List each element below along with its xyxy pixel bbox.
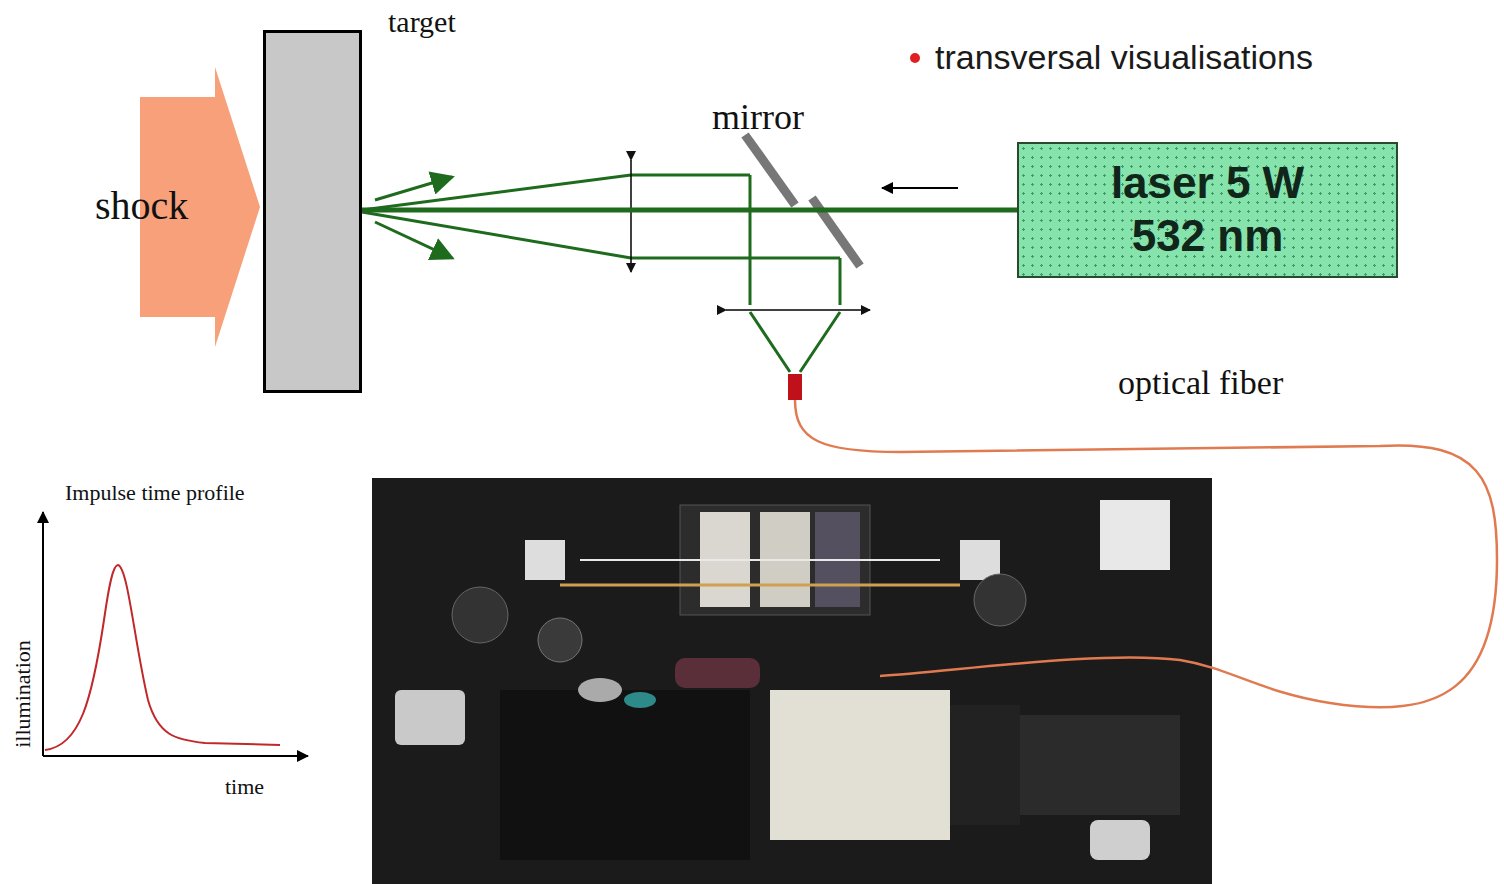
- node-label: target: [388, 5, 456, 39]
- impulse-graph: [43, 512, 308, 756]
- bullet: [910, 53, 920, 63]
- text-label: optical fiber: [1118, 364, 1283, 402]
- shock-arrow: shock: [95, 62, 260, 352]
- direction-arrow: [882, 187, 958, 189]
- collected-beam: [362, 175, 840, 372]
- mirror-symbol: [745, 135, 860, 266]
- laser-box: laser 5 W 532 nm: [1017, 142, 1398, 278]
- photo: [372, 478, 1212, 884]
- laser-beam: [362, 208, 1017, 213]
- lens: [631, 160, 870, 310]
- text-label: Impulse time profile: [65, 480, 245, 506]
- optical-fiber: [795, 400, 1497, 707]
- node-label: shock: [95, 182, 188, 229]
- text-label: time: [225, 774, 264, 800]
- node-label: laser 5 W 532 nm: [1088, 157, 1328, 263]
- target-plate: target: [263, 30, 362, 393]
- text-label: transversal visualisations: [935, 38, 1313, 77]
- text-label: illumination: [10, 640, 36, 748]
- text-label: mirror: [712, 96, 804, 138]
- fiber-connector: [788, 374, 802, 400]
